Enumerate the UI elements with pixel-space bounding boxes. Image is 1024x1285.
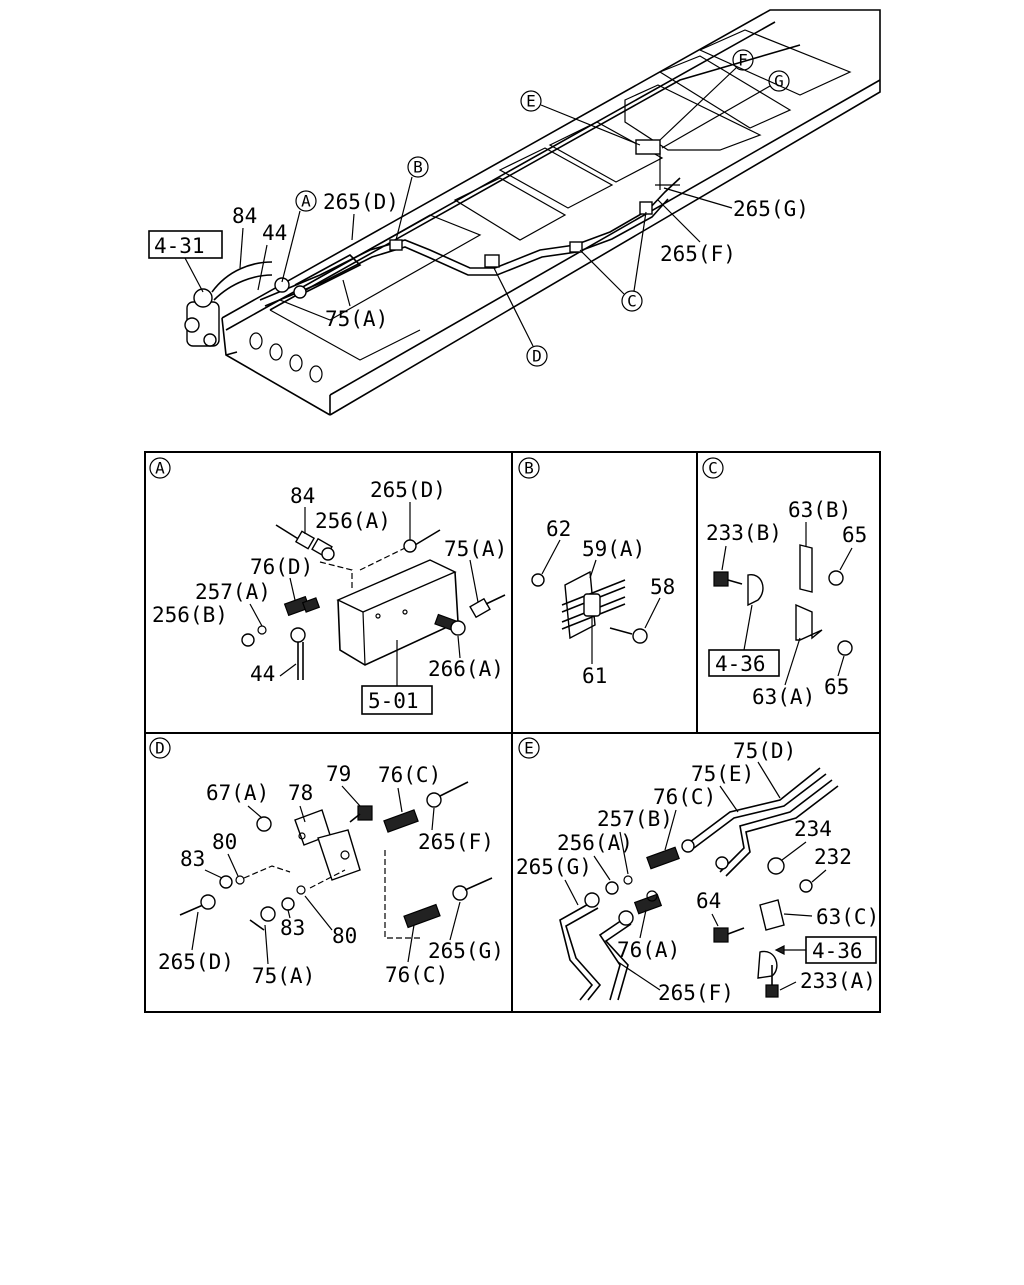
callout-letter: F [738,51,748,70]
part-label: 61 [582,664,607,688]
part-label: 83 [180,847,205,871]
part-label: 266(A) [428,657,504,681]
panel-B: B 62 59(A) 58 61 [518,457,675,688]
callout-circle-B: B [407,156,429,178]
detail-grid-frame [144,451,881,1013]
panel-id: D [155,739,165,758]
part-label: 63(C) [816,905,879,929]
callout-letter: A [301,192,311,211]
part-label: 63(A) [752,685,815,709]
panel-id: C [708,459,718,478]
part-label: 265(D) [370,478,446,502]
part-label: 257(A) [195,580,271,604]
callout-letter: G [774,72,784,91]
ref-box-5-01: 5-01 [361,685,433,715]
part-label: 256(A) [315,509,391,533]
part-label: 78 [288,781,313,805]
callout-circle-E: E [520,90,542,112]
part-label: 64 [696,889,721,913]
part-label: 75(E) [691,762,754,786]
part-label: 265(F) [658,981,734,1005]
part-label: 67(A) [206,781,269,805]
callout-letter: D [532,347,542,366]
part-label: 265(D) [158,950,234,974]
part-label: 65 [842,523,867,547]
part-label: 76(C) [653,785,716,809]
callout-circle-F: F [732,49,754,71]
part-label: 257(B) [597,807,673,831]
part-label: 76(C) [378,763,441,787]
part-label: 265(G) [516,855,592,879]
part-label: 79 [326,762,351,786]
callout-circle-G: G [768,70,790,92]
part-label: 80 [212,830,237,854]
part-label: 84 [290,484,315,508]
part-label: 265(D) [323,190,399,214]
panel-A: A 84 265(D) [149,457,507,715]
part-label: 80 [332,924,357,948]
callout-letter: E [526,92,536,111]
part-label: 76(D) [250,555,313,579]
part-label: 256(A) [557,831,633,855]
part-label: 63(B) [788,498,851,522]
part-label: 233(B) [706,521,782,545]
part-label: 44 [250,662,275,686]
panel-C: C 233(B) 63(B) 65 63(A) 65 4-36 [702,457,867,709]
part-label: 75(A) [252,964,315,988]
callout-letter: C [627,292,637,311]
part-label: 256(B) [152,603,228,627]
panel-id: A [155,459,165,478]
part-label: 58 [650,575,675,599]
ref-box-4-36: 4-36 [805,936,877,964]
part-label: 84 [232,204,257,228]
ref-box-label: 5-01 [368,689,419,713]
part-label: 265(G) [428,939,504,963]
part-label: 75(A) [444,537,507,561]
part-label: 75(A) [325,307,388,331]
callout-circle-A: A [295,190,317,212]
part-label: 65 [824,675,849,699]
ref-box-label: 4-36 [812,939,863,963]
ref-box-label: 4-31 [154,234,205,258]
part-label: 265(F) [418,830,494,854]
callout-circle-C: C [621,290,643,312]
overview-frame-illustration [184,9,881,416]
part-label: 265(F) [660,242,736,266]
part-label: 234 [794,817,832,841]
part-label: 62 [546,517,571,541]
part-label: 44 [262,221,287,245]
panel-E: E 75(D) 75(E) [516,737,879,1005]
ref-box-label: 4-36 [715,652,766,676]
callout-letter: B [413,158,423,177]
part-label: 76(A) [617,938,680,962]
part-label: 75(D) [733,739,796,763]
part-label: 83 [280,916,305,940]
panel-id: B [524,459,534,478]
part-label: 59(A) [582,537,645,561]
panel-id: E [524,739,534,758]
callout-circle-D: D [526,345,548,367]
part-label: 233(A) [800,969,876,993]
part-label: 265(G) [733,197,809,221]
part-label: 76(C) [385,963,448,987]
panel-D: D 79 76(C) 67(A) 78 [149,737,504,988]
overview-ref-box-4-31: 4-31 [148,230,223,259]
ref-box-4-36: 4-36 [708,649,780,677]
part-label: 232 [814,845,852,869]
